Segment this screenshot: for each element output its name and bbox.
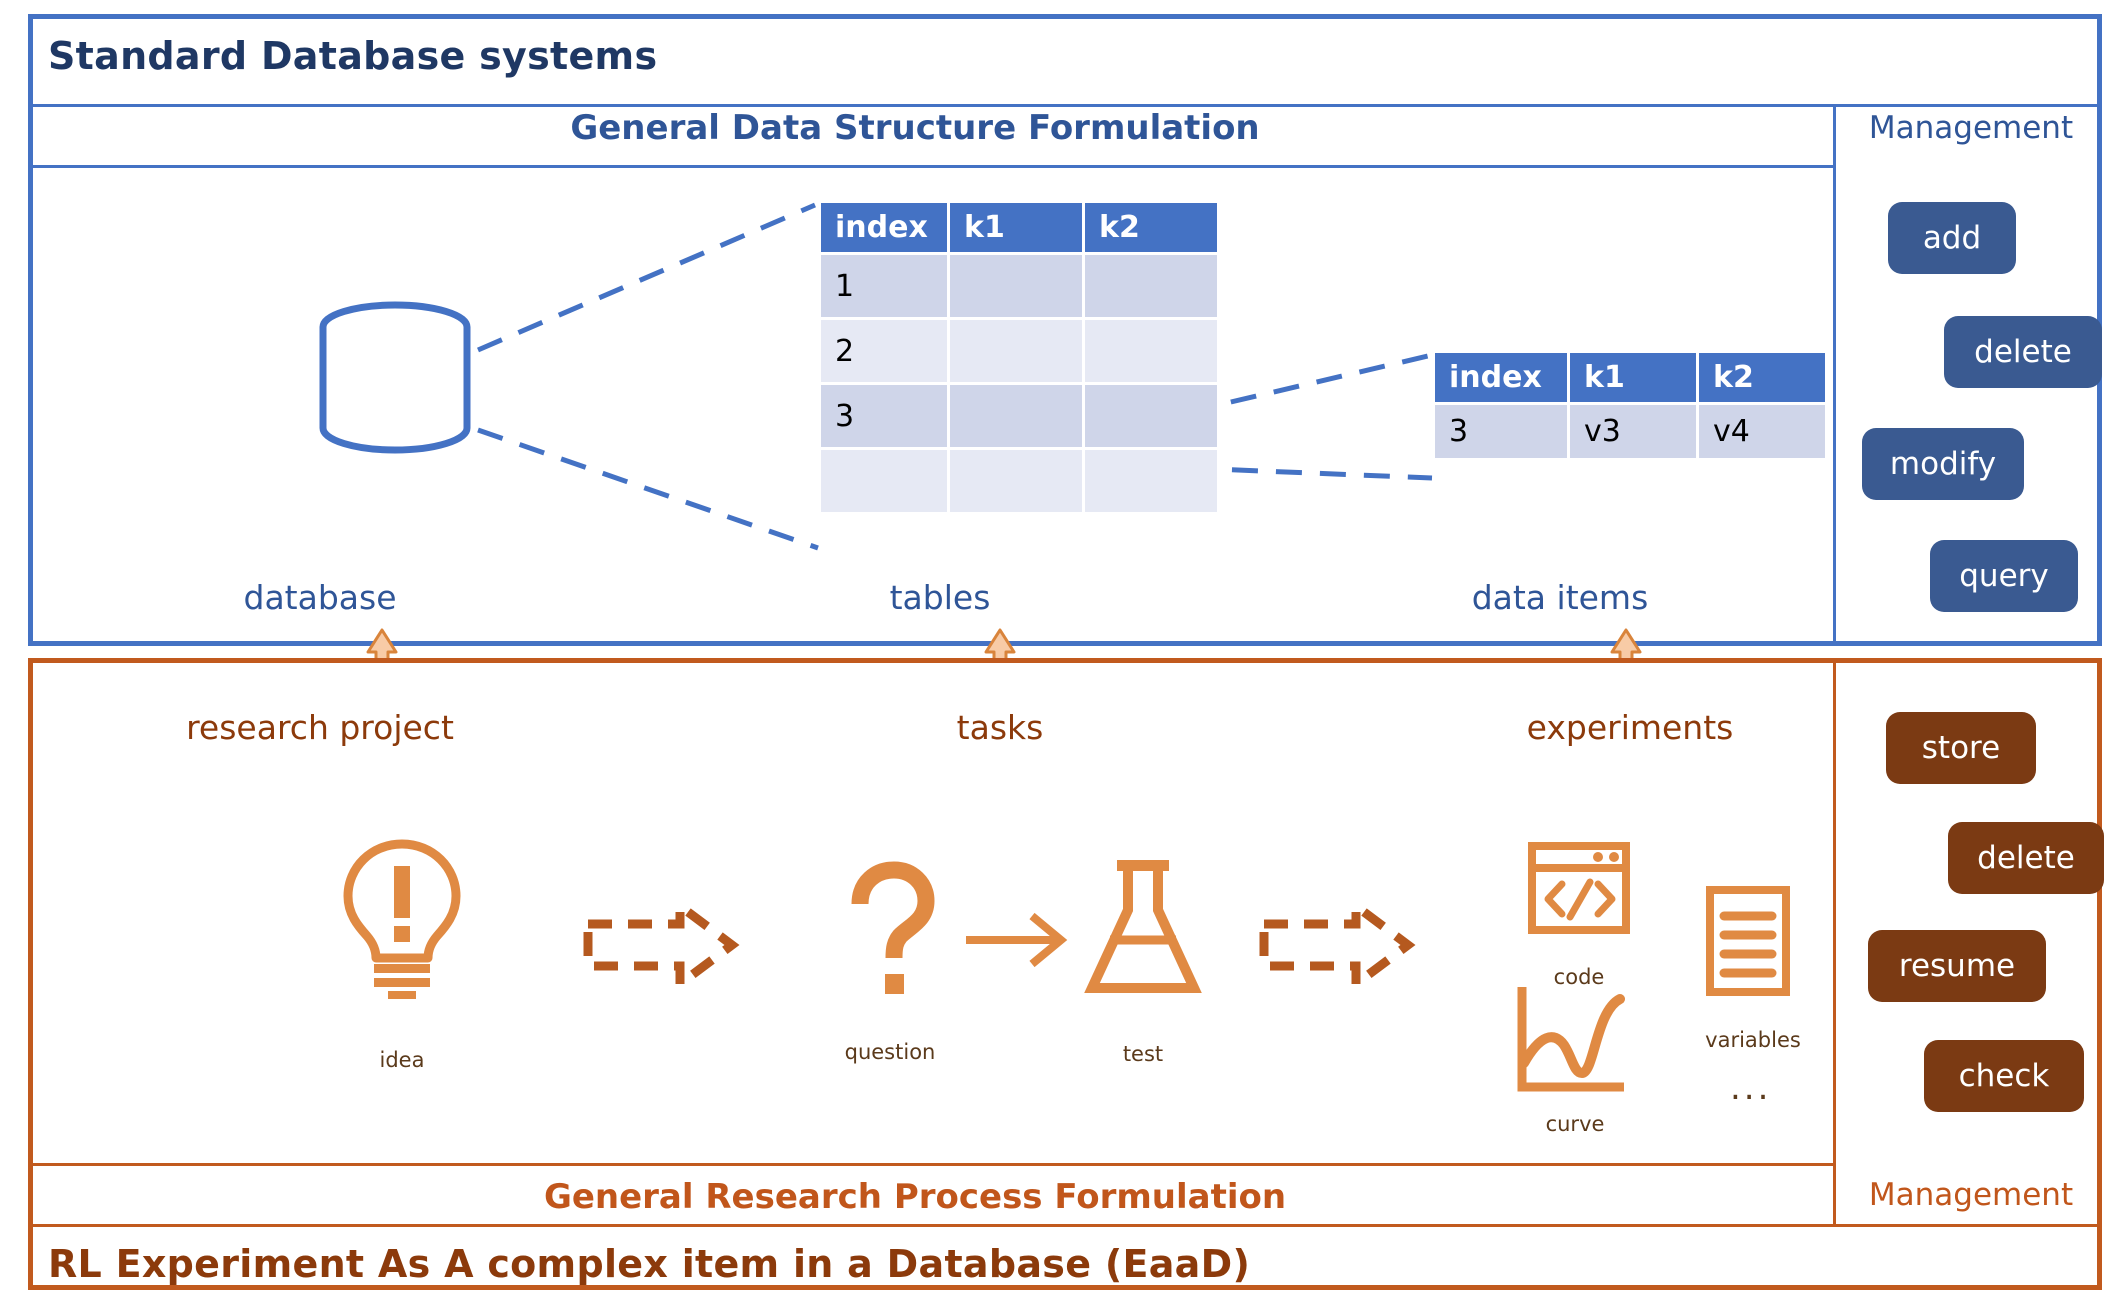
check-button[interactable]: check [1924, 1040, 2084, 1112]
ellipsis-label: ... [1730, 1068, 1772, 1108]
table-col-k1: k1 [950, 203, 1082, 252]
table-row: 3 [821, 385, 1217, 447]
table-cell-index: 3 [821, 385, 947, 447]
bottom-band-title: General Research Process Formulation [543, 1177, 1287, 1217]
caption-code: code [1553, 965, 1605, 989]
management-bottom-label: Management [1868, 1177, 2074, 1213]
page-title: Standard Database systems [48, 34, 658, 78]
data-items-table: index k1 k2 3 v3 v4 [1432, 350, 1828, 461]
table-header-row: index k1 k2 [821, 203, 1217, 252]
table-cell-k1 [950, 255, 1082, 317]
table-col-k2: k2 [1085, 203, 1217, 252]
table-cell-index [821, 450, 947, 512]
divider-management-top [1833, 104, 1836, 641]
table-row [821, 450, 1217, 512]
item-col-k2: k2 [1699, 353, 1825, 402]
flask-icon [1084, 860, 1202, 993]
table-cell-k1 [950, 320, 1082, 382]
question-mark-icon [851, 861, 935, 994]
table-header-row: index k1 k2 [1435, 353, 1825, 402]
lightbulb-icon [343, 839, 461, 999]
table-cell-k1 [950, 450, 1082, 512]
divider-above-bottom-title [33, 1224, 2097, 1227]
item-cell-k2: v4 [1699, 405, 1825, 458]
label-experiments: experiments [1526, 708, 1734, 747]
delete-button-research[interactable]: delete [1948, 822, 2104, 894]
store-button[interactable]: store [1886, 712, 2036, 784]
label-tasks: tasks [956, 708, 1044, 747]
dashed-arrow-icon-2 [1259, 897, 1416, 993]
table-row: 2 [821, 320, 1217, 382]
table-col-index: index [821, 203, 947, 252]
divider-under-top-band [33, 165, 1835, 168]
label-tables: tables [889, 578, 991, 617]
caption-test: test [1122, 1042, 1164, 1066]
table-cell-k2 [1085, 320, 1217, 382]
code-window-icon [1528, 842, 1630, 934]
label-research-project: research project [186, 708, 454, 747]
caption-question: question [844, 1040, 936, 1064]
caption-variables: variables [1705, 1028, 1801, 1052]
label-database: database [243, 578, 397, 617]
table-cell-index: 1 [821, 255, 947, 317]
tables-table: index k1 k2 1 2 3 [818, 200, 1220, 515]
management-top-label: Management [1868, 110, 2074, 146]
table-cell-index: 2 [821, 320, 947, 382]
document-lines-icon [1706, 886, 1790, 996]
resume-button[interactable]: resume [1868, 930, 2046, 1002]
database-cylinder-icon [319, 301, 471, 454]
query-button[interactable]: query [1930, 540, 2078, 612]
curve-plot-icon [1517, 987, 1625, 1092]
dashed-arrow-icon-1 [583, 897, 740, 993]
item-col-k1: k1 [1570, 353, 1696, 402]
table-cell-k1 [950, 385, 1082, 447]
table-row: 1 [821, 255, 1217, 317]
item-cell-index: 3 [1435, 405, 1567, 458]
divider-management-bottom [1833, 663, 1836, 1224]
item-cell-k1: v3 [1570, 405, 1696, 458]
delete-button-db[interactable]: delete [1944, 316, 2102, 388]
table-cell-k2 [1085, 450, 1217, 512]
item-col-index: index [1435, 353, 1567, 402]
caption-idea: idea [379, 1048, 425, 1072]
add-button[interactable]: add [1888, 202, 2016, 274]
label-data-items: data items [1471, 578, 1649, 617]
modify-button[interactable]: modify [1862, 428, 2024, 500]
caption-curve: curve [1545, 1112, 1605, 1136]
divider-above-bottom-band [33, 1163, 1835, 1166]
table-row: 3 v3 v4 [1435, 405, 1825, 458]
divider-under-app-title [33, 104, 2097, 107]
table-cell-k2 [1085, 255, 1217, 317]
solid-arrow-icon [966, 912, 1068, 968]
top-band-title: General Data Structure Formulation [570, 108, 1260, 148]
footer-title: RL Experiment As A complex item in a Dat… [48, 1242, 1251, 1286]
table-cell-k2 [1085, 385, 1217, 447]
